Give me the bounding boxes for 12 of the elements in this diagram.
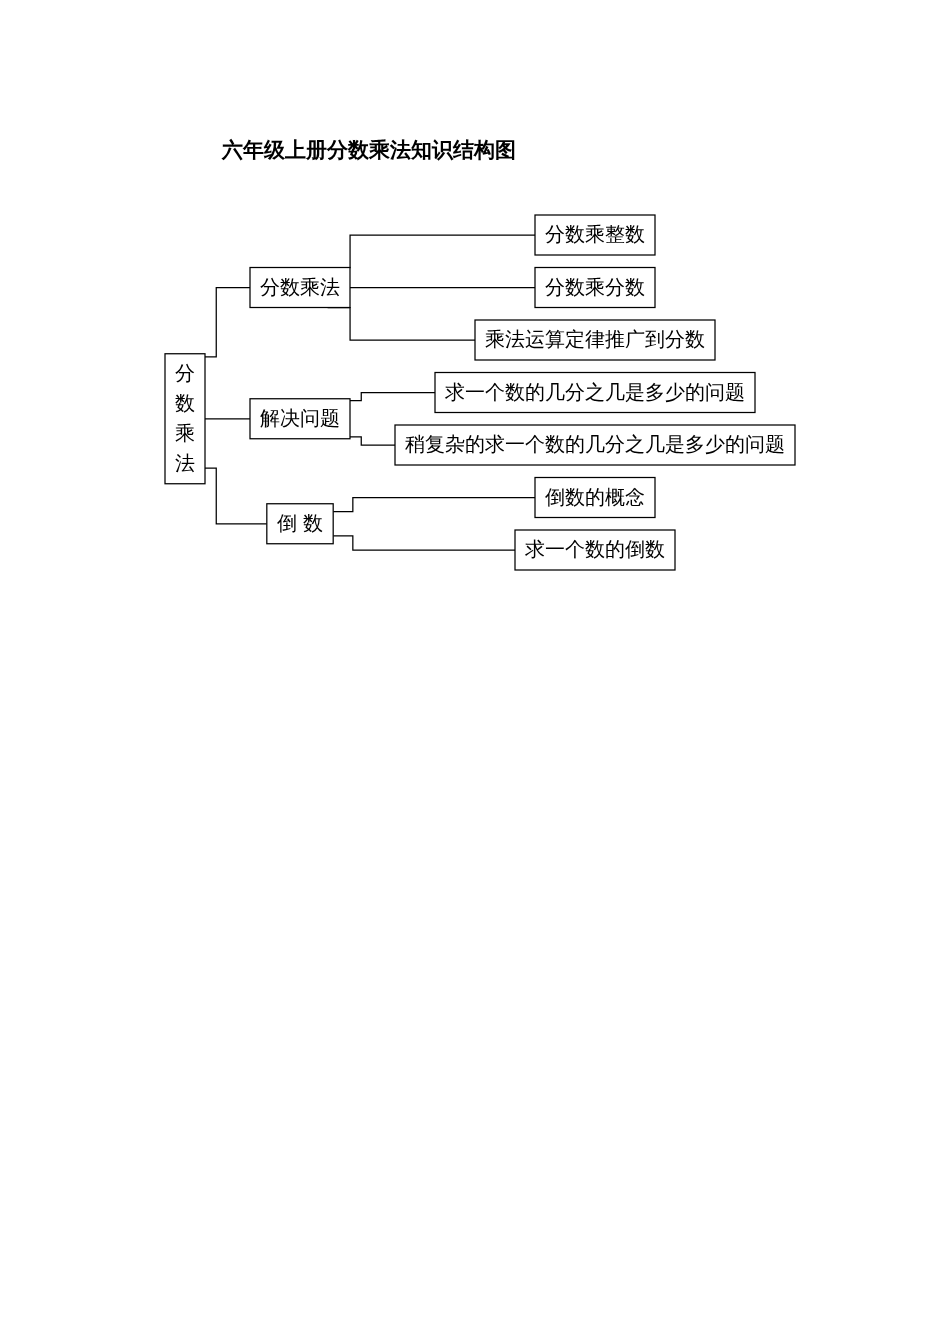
node-box: 分数乘分数 — [534, 266, 656, 309]
node-box: 倒 数 — [266, 503, 334, 545]
node-box: 稍复杂的求一个数的几分之几是多少的问题 — [394, 424, 796, 466]
node-box: 分数乘法 — [164, 353, 206, 485]
node-box: 求一个数的倒数 — [514, 529, 676, 571]
node-box: 分数乘整数 — [534, 214, 656, 256]
node-box: 乘法运算定律推广到分数 — [474, 319, 716, 361]
node-box: 分数乘法 — [249, 266, 351, 309]
node-box: 解决问题 — [249, 398, 351, 440]
node-box: 求一个数的几分之几是多少的问题 — [434, 371, 756, 414]
diagram-title: 六年级上册分数乘法知识结构图 — [222, 137, 516, 164]
node-box: 倒数的概念 — [534, 476, 656, 519]
